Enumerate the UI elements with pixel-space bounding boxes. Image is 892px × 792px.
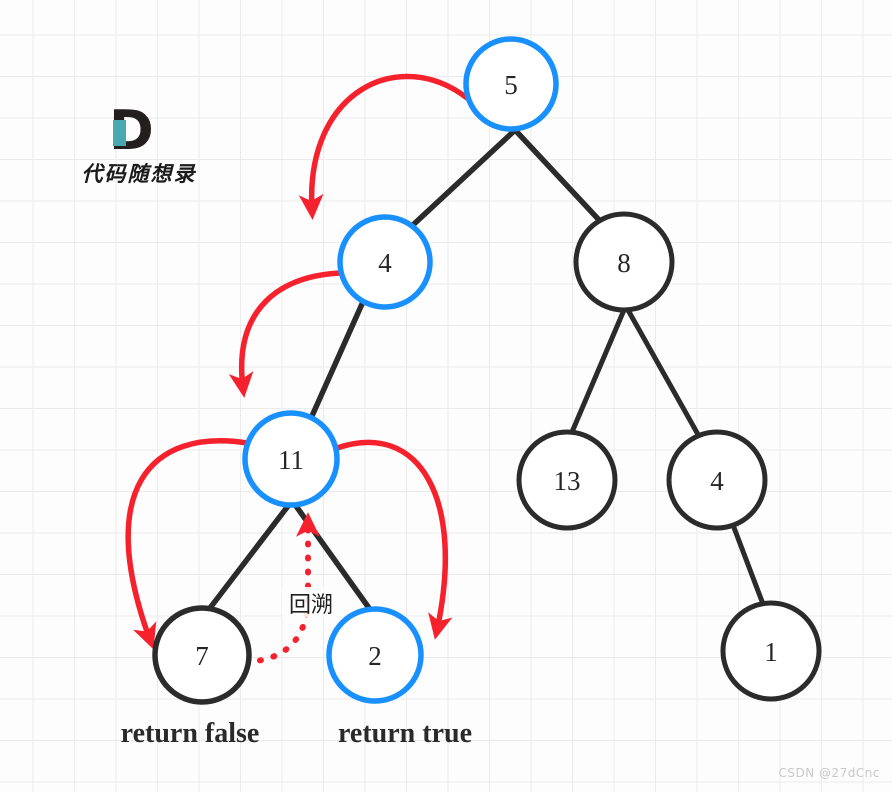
edge-11-7 <box>207 503 291 611</box>
tree-node-13[interactable]: 13 <box>516 429 618 531</box>
arrow-5-to-4 <box>298 73 470 220</box>
edge-4-11 <box>309 301 365 419</box>
tree-node-5[interactable]: 5 <box>463 36 559 132</box>
tree-node-11[interactable]: 11 <box>242 410 340 508</box>
node-circle[interactable] <box>152 605 252 705</box>
tree-node-2[interactable]: 2 <box>326 606 424 704</box>
arrow-11-to-2 <box>334 439 453 640</box>
edge-4-1 <box>730 522 766 607</box>
tree-node-7[interactable]: 7 <box>152 605 252 705</box>
node-label: 8 <box>617 248 631 278</box>
node-circle[interactable] <box>337 214 433 310</box>
edge-8-4 <box>625 307 703 441</box>
node-label: 4 <box>378 248 392 278</box>
edge-5-4 <box>411 129 516 227</box>
node-label: 4 <box>710 466 724 496</box>
node-circle[interactable] <box>326 606 424 704</box>
node-label: 2 <box>368 641 382 671</box>
backtrack-arrow-group: 回溯 <box>243 512 344 665</box>
return-true-label: return true <box>338 718 472 749</box>
node-circle[interactable] <box>573 211 675 313</box>
arrow-4-to-11 <box>228 270 345 398</box>
return-false-label: return false <box>121 718 260 749</box>
tree-edges <box>207 128 766 611</box>
node-label: 5 <box>504 70 518 100</box>
node-circle[interactable] <box>516 429 618 531</box>
node-circle[interactable] <box>666 429 768 531</box>
result-annotations: return false return true <box>121 718 472 749</box>
node-label: 7 <box>195 641 209 671</box>
node-label: 13 <box>554 466 581 496</box>
edge-5-8 <box>513 128 603 224</box>
edge-8-13 <box>569 307 627 435</box>
tree-node-8[interactable]: 8 <box>573 211 675 313</box>
node-circle[interactable] <box>463 36 559 132</box>
tree-node-1[interactable]: 1 <box>720 600 822 702</box>
backtrack-label: 回溯 <box>289 593 333 618</box>
node-circle[interactable] <box>720 600 822 702</box>
tree-nodes: 5 4 8 11 13 4 <box>152 36 822 705</box>
traversal-arrows <box>125 73 470 650</box>
node-circle[interactable] <box>242 410 340 508</box>
tree-node-4-left[interactable]: 4 <box>337 214 433 310</box>
arrow-11-to-7 <box>125 438 250 650</box>
csdn-watermark: CSDN @27dCnc <box>778 766 880 780</box>
backtrack-label-bg <box>282 587 344 617</box>
node-label: 11 <box>278 445 304 475</box>
node-label: 1 <box>764 637 778 667</box>
tree-node-4-right[interactable]: 4 <box>666 429 768 531</box>
